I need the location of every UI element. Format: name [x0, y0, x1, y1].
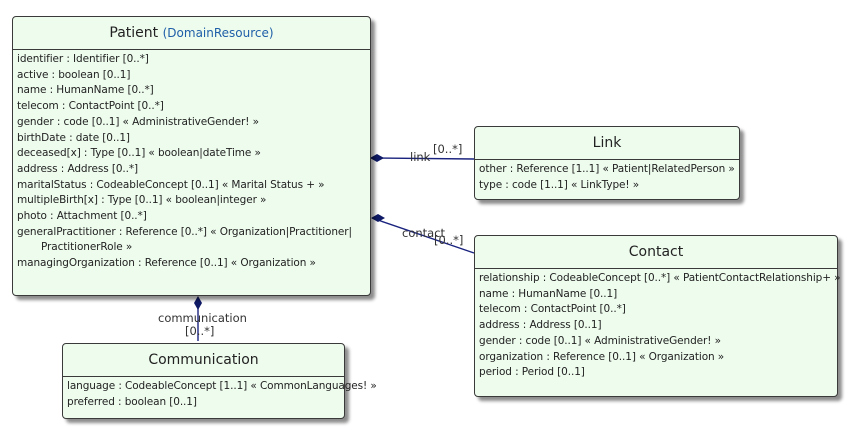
attribute: address : Address [0..1] — [479, 319, 602, 332]
communication-composition-diamond — [194, 296, 202, 310]
attribute: photo : Attachment [0..*] — [17, 210, 147, 223]
attribute: name : HumanName [0..1] — [479, 287, 618, 300]
attribute-continuation: PractitionerRole » — [41, 241, 133, 254]
attribute: preferred : boolean [0..1] — [67, 395, 197, 408]
communication-class-name: Communication — [148, 352, 259, 368]
attribute: identifier : Identifier [0..*] — [17, 53, 149, 65]
attribute: generalPractitioner : Reference [0..*] «… — [17, 225, 352, 238]
attribute: address : Address [0..*] — [17, 162, 139, 175]
link-attributes: other : Reference [1..1] « Patient|Relat… — [475, 160, 739, 193]
attribute: organization : Reference [0..1] « Organi… — [479, 350, 725, 363]
contact-association-line — [371, 217, 475, 254]
attribute: deceased[x] : Type [0..1] « boolean|date… — [17, 147, 261, 160]
link-class-name: Link — [592, 135, 622, 151]
patient-attributes: identifier : Identifier [0..*] active : … — [13, 50, 370, 272]
link-role-label: link — [410, 150, 431, 164]
contact-composition-diamond — [371, 214, 385, 222]
attribute: telecom : ContactPoint [0..*] — [17, 100, 164, 113]
attribute: birthDate : date [0..1] — [17, 131, 130, 144]
attribute: language : CodeableConcept [1..1] « Comm… — [67, 380, 377, 392]
link-association-line — [370, 157, 475, 160]
link-cardinality-label: [0..*] — [433, 142, 463, 156]
attribute: maritalStatus : CodeableConcept [0..1] «… — [17, 178, 325, 191]
communication-role-label: communication — [158, 311, 247, 325]
attribute: managingOrganization : Reference [0..1] … — [17, 257, 316, 270]
link-composition-diamond — [370, 154, 384, 162]
contact-class[interactable]: Contact relationship : CodeableConcept [… — [474, 235, 841, 397]
contact-role-label: contact — [402, 226, 446, 240]
attribute: gender : code [0..1] « AdministrativeGen… — [479, 334, 721, 347]
attribute: multipleBirth[x] : Type [0..1] « boolean… — [17, 194, 267, 207]
contact-class-name: Contact — [628, 244, 684, 260]
patient-class-header: Patient (DomainResource) — [13, 17, 370, 50]
contact-attributes: relationship : CodeableConcept [0..*] « … — [475, 269, 841, 381]
communication-class[interactable]: Communication language : CodeableConcept… — [62, 343, 377, 419]
attribute: active : boolean [0..1] — [17, 68, 131, 81]
patient-class[interactable]: Patient (DomainResource) identifier : Id… — [12, 16, 371, 296]
contact-class-header: Contact — [475, 236, 837, 269]
link-class[interactable]: Link other : Reference [1..1] « Patient|… — [474, 126, 740, 200]
attribute: other : Reference [1..1] « Patient|Relat… — [479, 163, 735, 175]
attribute: relationship : CodeableConcept [0..*] « … — [479, 272, 841, 284]
attribute: name : HumanName [0..*] — [17, 84, 154, 97]
communication-attributes: language : CodeableConcept [1..1] « Comm… — [63, 377, 377, 410]
patient-class-name: Patient — [109, 25, 159, 41]
communication-cardinality-label: [0..*] — [185, 324, 215, 338]
attribute: type : code [1..1] « LinkType! » — [479, 178, 640, 191]
attribute: gender : code [0..1] « AdministrativeGen… — [17, 115, 259, 128]
patient-stereotype: (DomainResource) — [162, 26, 274, 40]
attribute: telecom : ContactPoint [0..*] — [479, 303, 626, 316]
link-class-header: Link — [475, 127, 739, 160]
communication-class-header: Communication — [63, 344, 344, 377]
contact-cardinality-label: [0..*] — [434, 233, 464, 247]
attribute: period : Period [0..1] — [479, 366, 585, 379]
